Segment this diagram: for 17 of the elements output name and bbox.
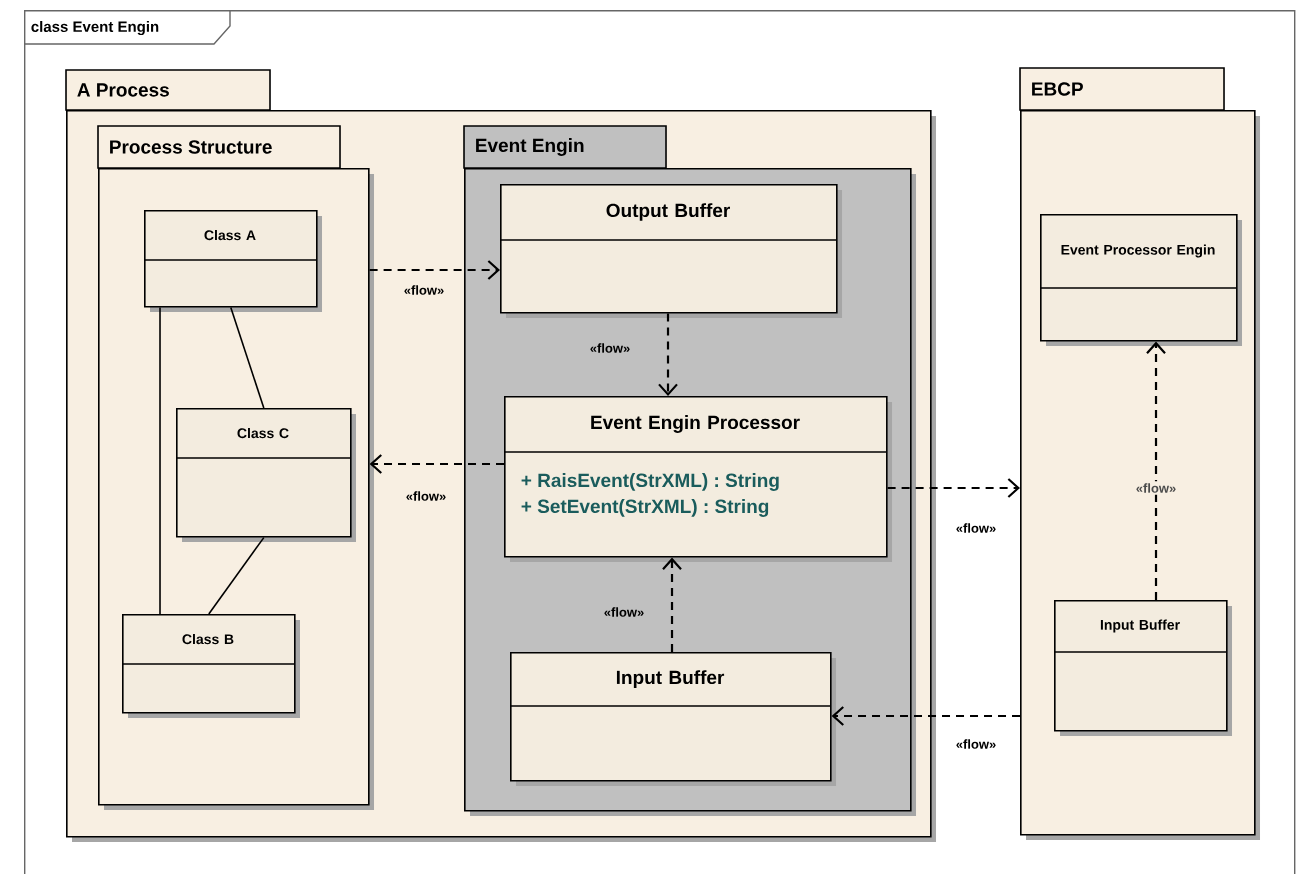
flow-arrow — [369, 260, 500, 280]
node-label: Event Engin — [476, 138, 584, 156]
flow-arrow — [831, 706, 1020, 726]
class-box: Output Buffer — [499, 184, 842, 318]
class-box: Input Buffer — [509, 652, 836, 786]
node-label: Process Structure — [110, 140, 272, 154]
node-label: A Process — [77, 83, 169, 97]
flow-arrow — [887, 478, 1020, 498]
association-line — [208, 536, 265, 615]
flow-arrow — [662, 557, 682, 652]
flow-arrow — [369, 454, 504, 474]
association-line — [230, 306, 265, 409]
class-box: Event Engin Processor + RaisEvent(StrXML) : String + SetEvent(StrXML) : String — [503, 396, 892, 562]
node-label: EBCP — [1032, 82, 1083, 96]
flow-arrow — [658, 313, 678, 396]
flow-arrow — [1146, 341, 1166, 600]
association-line — [159, 306, 161, 615]
